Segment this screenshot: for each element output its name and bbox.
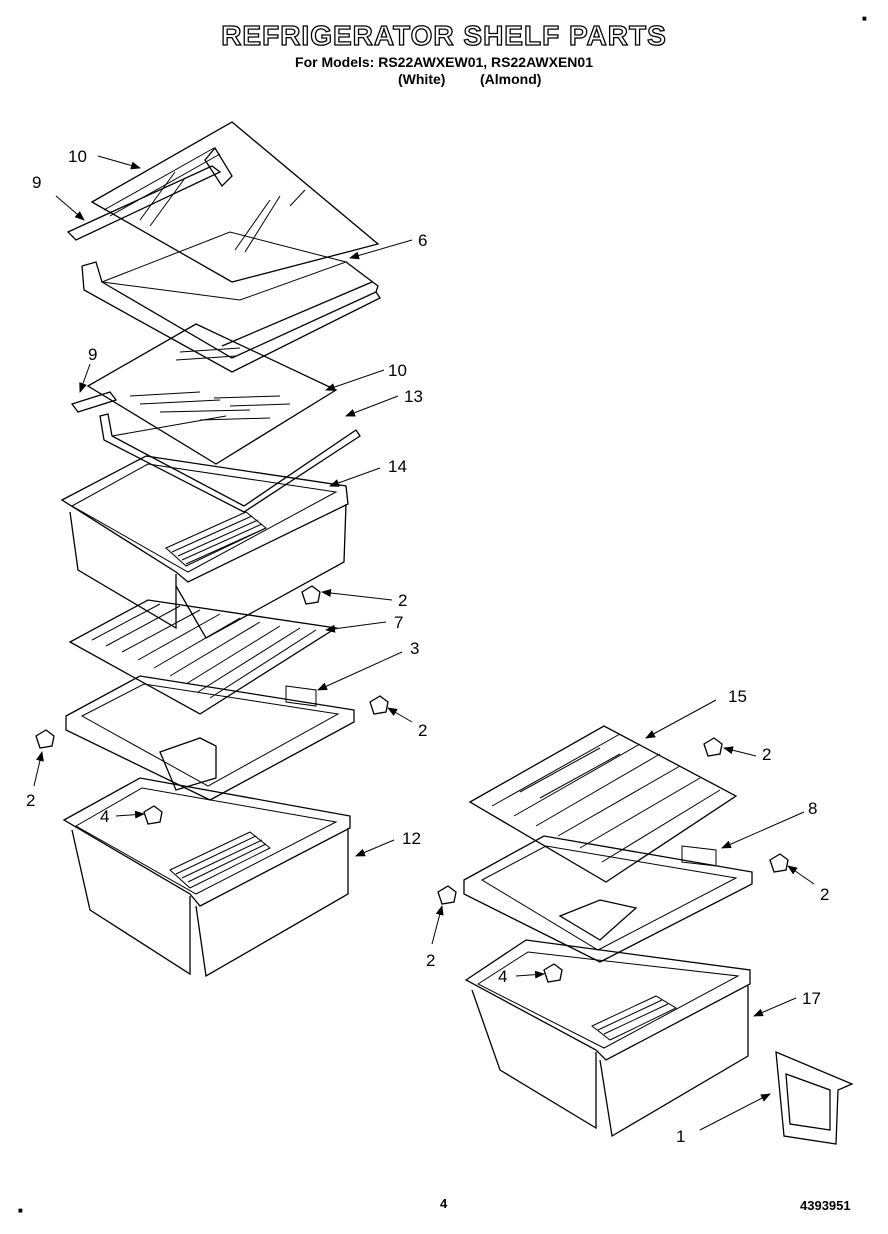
callout-2-b: 2 [418, 721, 427, 740]
part-2-clip-f [437, 885, 457, 905]
callout-6: 6 [418, 231, 427, 250]
callout-10-top: 10 [68, 147, 87, 166]
part-2-clip-a [301, 585, 321, 605]
page-number: 4 [440, 1196, 448, 1211]
callout-4-left: 4 [100, 807, 109, 826]
part-15-crisper-cover-glass [468, 725, 738, 883]
part-2-clip-b [369, 695, 389, 715]
callout-12: 12 [402, 829, 421, 848]
part-2-clip-e [769, 853, 789, 873]
callout-9-middle: 9 [88, 345, 97, 364]
part-7-crisper-cover-glass [68, 599, 338, 715]
callout-2-d: 2 [762, 745, 771, 764]
part-4-screw-a [143, 805, 163, 825]
part-2-clip-d [703, 737, 723, 757]
part-1-label-card [775, 1050, 854, 1145]
color-almond-label: (Almond) [480, 71, 542, 87]
part-10-glass-middle [86, 323, 338, 465]
part-10-glass-top [90, 121, 380, 283]
part-14-crisper-pan-upper [60, 455, 349, 639]
part-9-trim-middle [70, 391, 118, 413]
callout-7: 7 [394, 613, 403, 632]
callout-2-e: 2 [820, 885, 829, 904]
part-13-shelf-frame [99, 413, 361, 513]
page-title: REFRIGERATOR SHELF PARTS [221, 19, 667, 51]
callout-2-c: 2 [26, 791, 35, 810]
document-code: 4393951 [800, 1198, 851, 1213]
model-numbers: For Models: RS22AWXEW01, RS22AWXEN01 [295, 54, 593, 70]
part-8-crisper-frame [463, 835, 753, 963]
callout-13: 13 [404, 387, 423, 406]
callout-17: 17 [802, 989, 821, 1008]
callout-2-f: 2 [426, 951, 435, 970]
leader-lines [33, 155, 815, 1131]
part-9-trim-top [66, 165, 222, 241]
callout-15: 15 [728, 687, 747, 706]
part-12-crisper-pan-lower [62, 777, 351, 978]
callout-9-top: 9 [32, 173, 41, 192]
callout-10-middle: 10 [388, 361, 407, 380]
callout-8: 8 [808, 799, 817, 818]
corner-mark-top: ■ [862, 14, 867, 23]
part-4-screw-b [543, 963, 563, 983]
corner-mark-bottom: ■ [18, 1206, 23, 1215]
part-3-crisper-frame [65, 675, 355, 801]
callout-2-a: 2 [398, 591, 407, 610]
part-6-shelf-frame [81, 231, 381, 373]
part-17-crisper-pan [464, 939, 751, 1138]
callout-1: 1 [676, 1127, 685, 1146]
callout-3: 3 [410, 639, 419, 658]
callout-14: 14 [388, 457, 407, 476]
part-2-clip-c [35, 729, 55, 749]
color-white-label: (White) [398, 71, 446, 87]
callout-4-right: 4 [498, 967, 507, 986]
